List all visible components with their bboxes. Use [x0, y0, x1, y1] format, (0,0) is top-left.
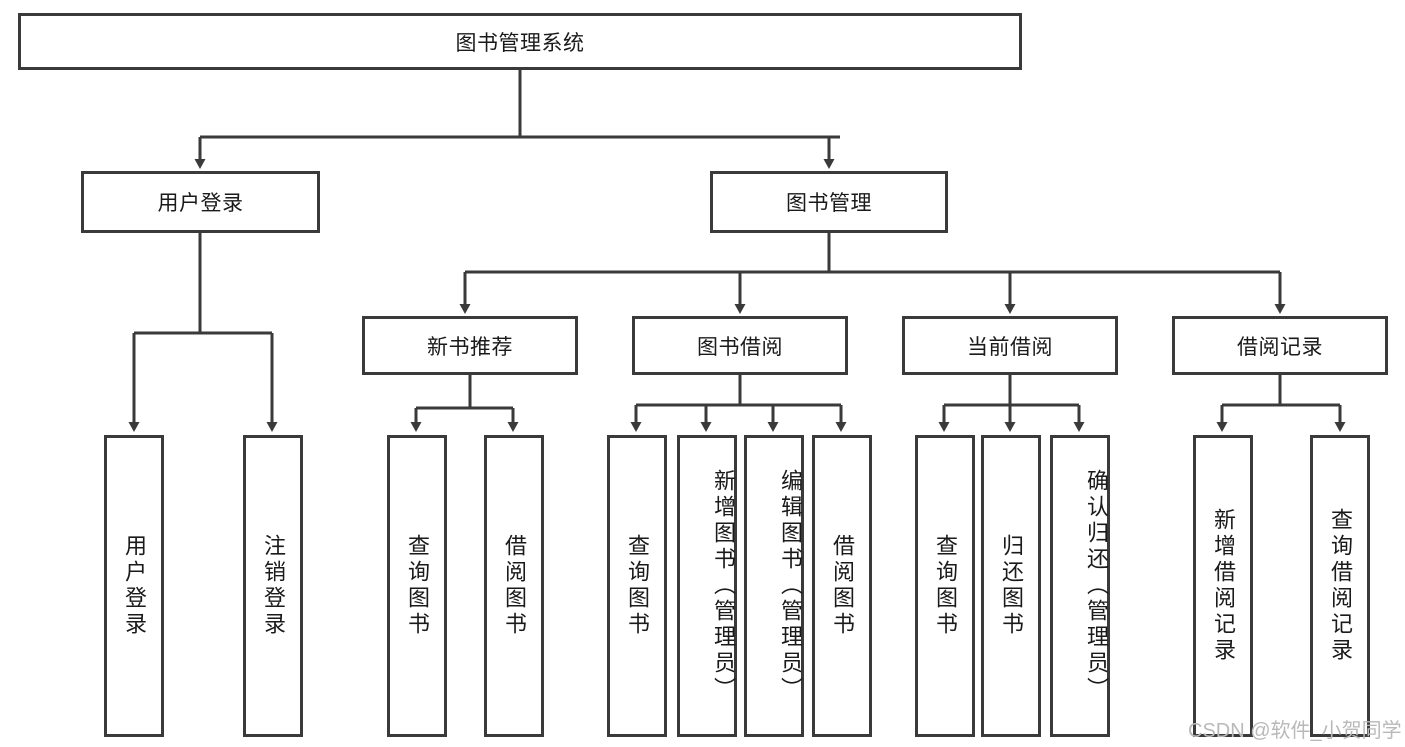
leaf-label: 查询图书: [933, 534, 958, 638]
leaf-current-borrow-confirm-return[interactable]: 确认归还（管理员）: [1050, 435, 1110, 737]
leaf-borrow-record-query-record[interactable]: 查询借阅记录: [1310, 435, 1370, 737]
leaf-book-borrow-edit-book[interactable]: 编辑图书（管理员）: [744, 435, 804, 737]
leaf-borrow-record-add-record[interactable]: 新增借阅记录: [1193, 435, 1253, 737]
node-root-label: 图书管理系统: [455, 31, 585, 55]
node-book-borrow[interactable]: 图书借阅: [632, 316, 848, 375]
leaf-label: 用户登录: [122, 534, 147, 638]
leaf-label: 借阅图书: [830, 534, 855, 638]
leaf-label: 确认归还（管理员）: [1084, 469, 1109, 703]
node-current-borrow[interactable]: 当前借阅: [902, 316, 1118, 375]
leaf-current-borrow-query-book[interactable]: 查询图书: [915, 435, 975, 737]
leaf-label: 新增借阅记录: [1211, 508, 1236, 664]
node-new-book-recommend-label: 新书推荐: [427, 335, 513, 359]
leaf-user-login-login[interactable]: 用户登录: [104, 435, 164, 737]
leaf-current-borrow-return-book[interactable]: 归还图书: [981, 435, 1041, 737]
node-book-borrow-label: 图书借阅: [697, 335, 783, 359]
node-book-management-label: 图书管理: [786, 192, 872, 215]
node-user-login[interactable]: 用户登录: [81, 171, 320, 233]
node-current-borrow-label: 当前借阅: [967, 335, 1053, 359]
leaf-label: 查询图书: [625, 534, 650, 638]
leaf-label: 借阅图书: [502, 534, 527, 638]
leaf-book-borrow-borrow-book[interactable]: 借阅图书: [812, 435, 872, 737]
leaf-user-login-logout[interactable]: 注销登录: [243, 435, 303, 737]
leaf-label: 新增图书（管理员）: [711, 469, 736, 703]
node-borrow-record-label: 借阅记录: [1237, 335, 1323, 359]
leaf-label: 注销登录: [261, 534, 286, 638]
node-root[interactable]: 图书管理系统: [18, 13, 1022, 70]
leaf-label: 查询借阅记录: [1328, 508, 1353, 664]
watermark: CSDN @软件_小贺同学: [1188, 720, 1402, 742]
leaf-label: 归还图书: [999, 534, 1024, 638]
leaf-new-book-borrow-book[interactable]: 借阅图书: [484, 435, 544, 737]
leaf-book-borrow-query-book[interactable]: 查询图书: [607, 435, 667, 737]
node-user-login-label: 用户登录: [157, 192, 244, 215]
leaf-new-book-query-book[interactable]: 查询图书: [387, 435, 447, 737]
node-new-book-recommend[interactable]: 新书推荐: [362, 316, 578, 375]
node-borrow-record[interactable]: 借阅记录: [1172, 316, 1388, 375]
leaf-label: 编辑图书（管理员）: [778, 469, 803, 703]
node-book-management[interactable]: 图书管理: [710, 171, 948, 233]
leaf-label: 查询图书: [405, 534, 430, 638]
leaf-book-borrow-add-book[interactable]: 新增图书（管理员）: [677, 435, 737, 737]
